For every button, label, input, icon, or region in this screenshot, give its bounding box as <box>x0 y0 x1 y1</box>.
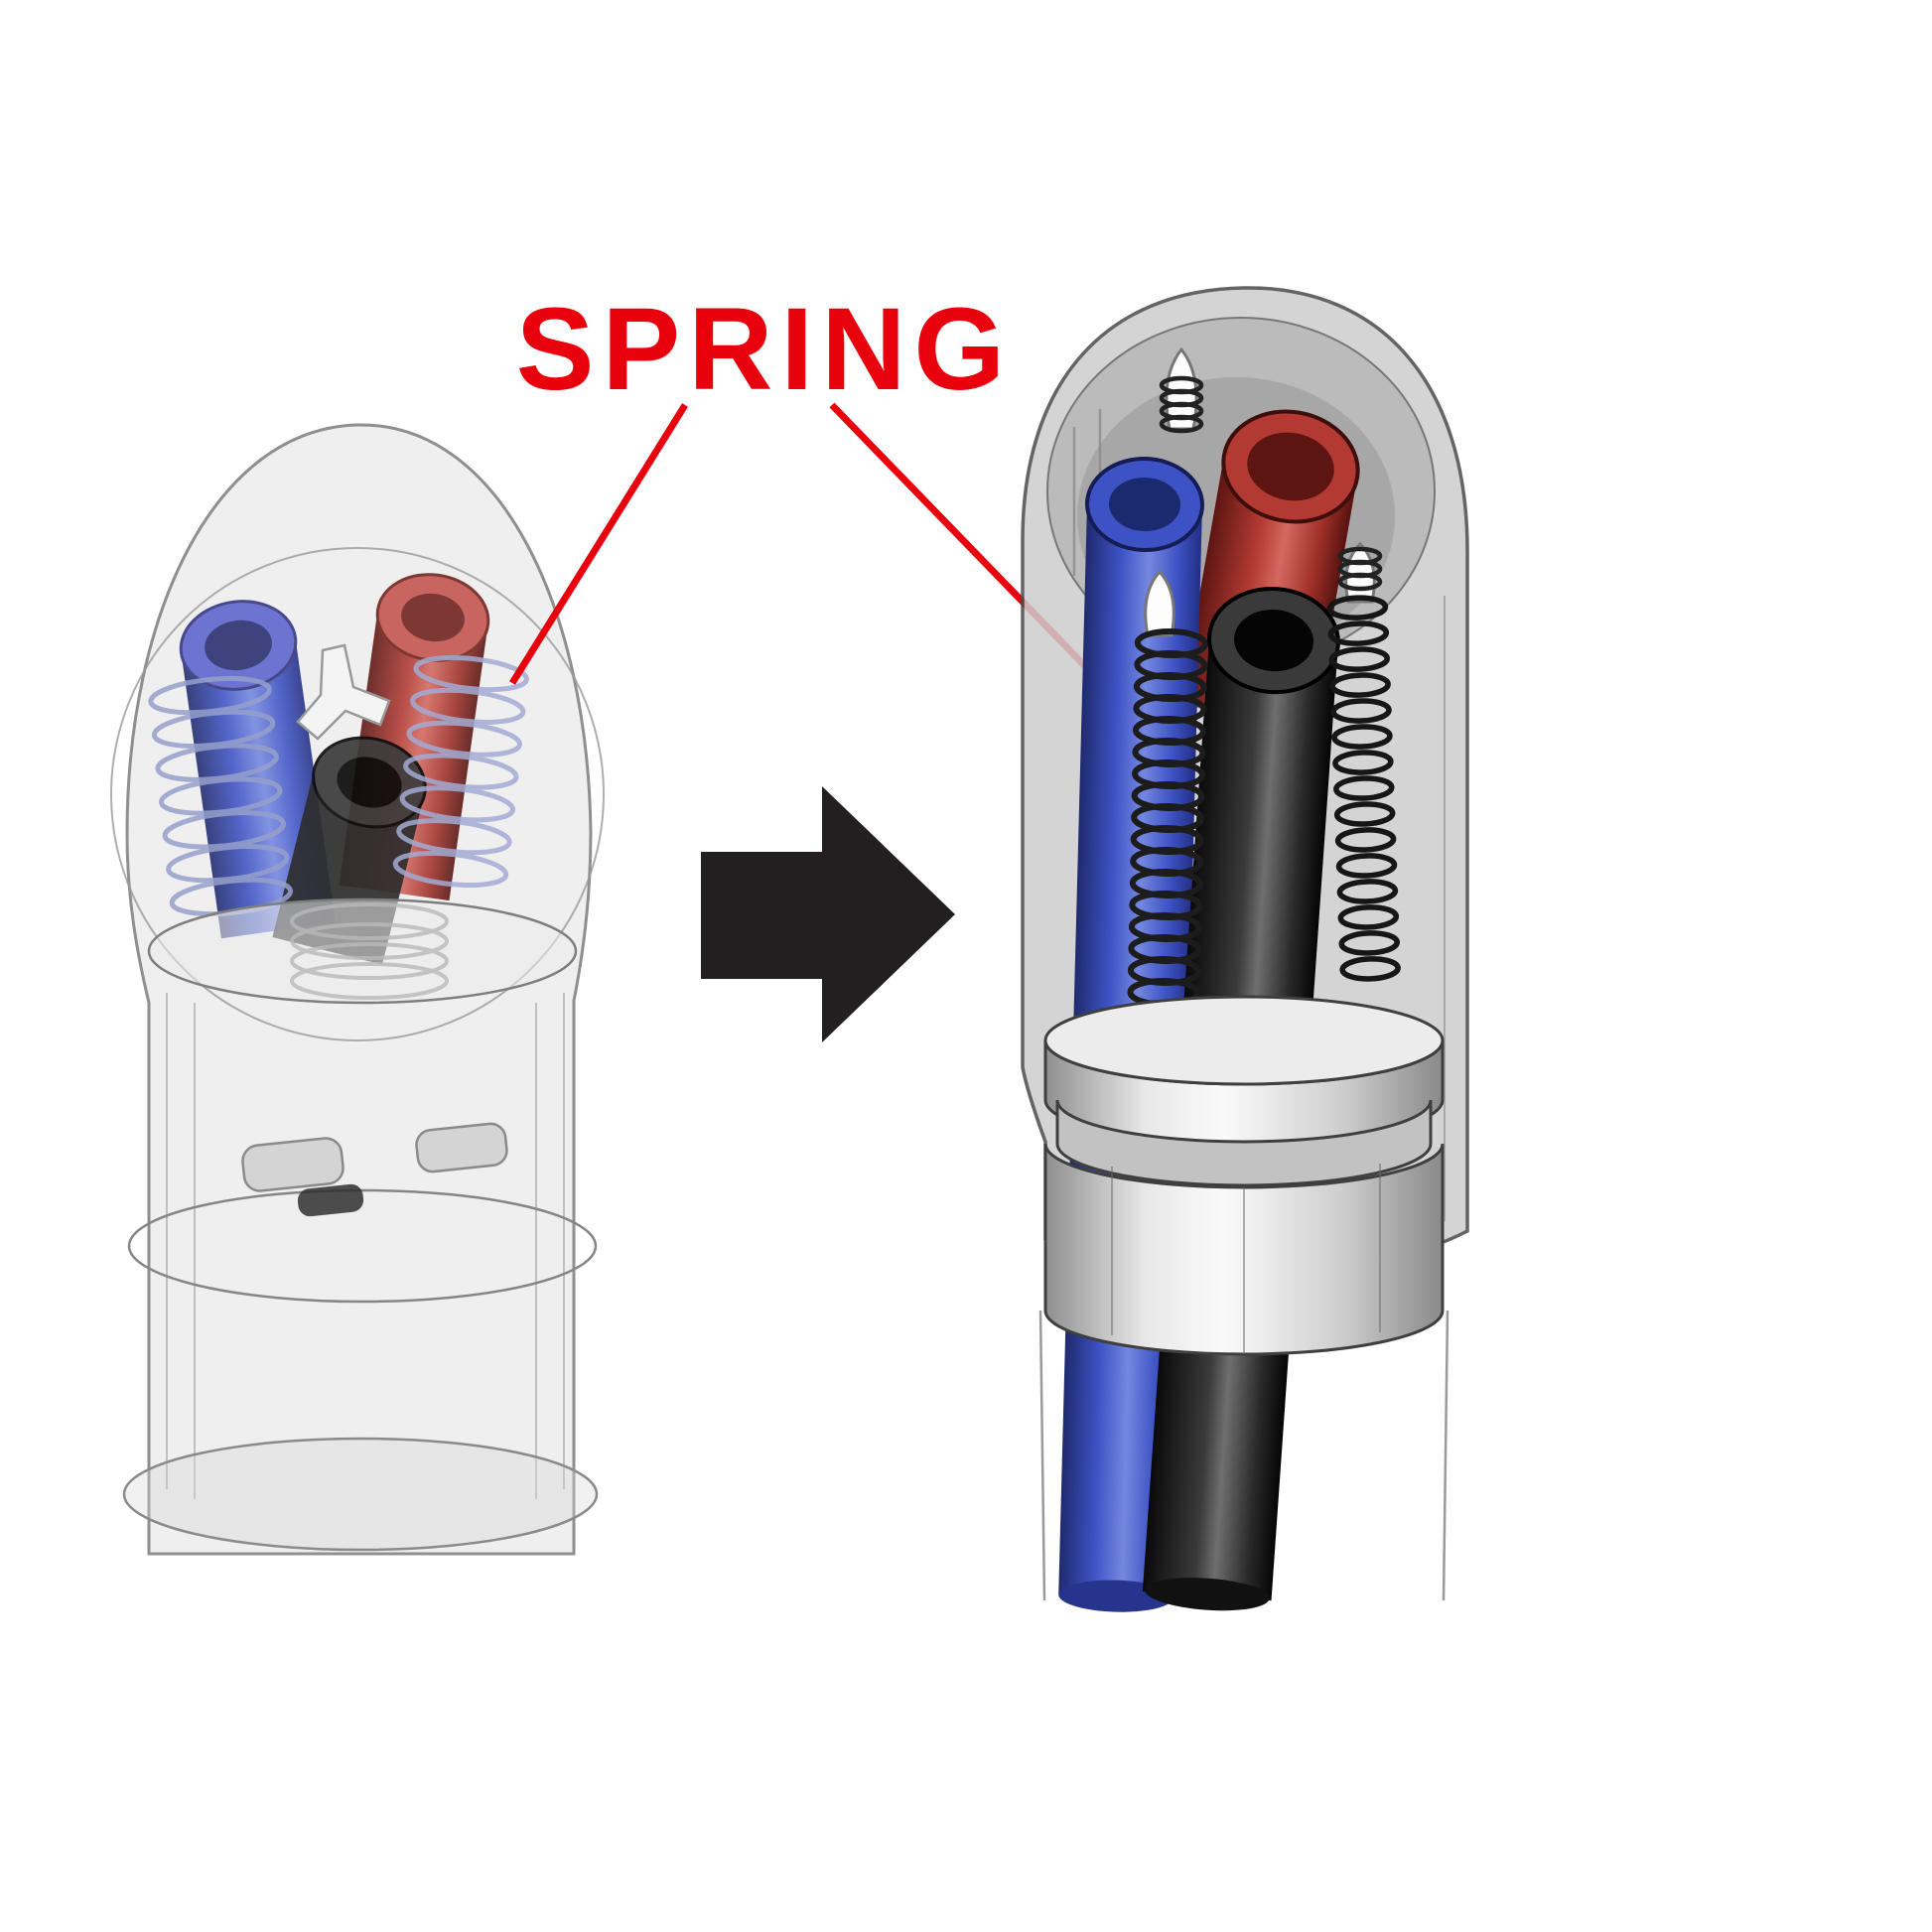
left-barrel-slot <box>297 1183 364 1217</box>
left-barrel-bottom-rim <box>122 1437 599 1552</box>
left-barrel-mid-rim <box>127 1188 598 1304</box>
left-barrel-top-rim <box>147 897 578 1005</box>
left-pen-inner-dome-line <box>110 547 605 1041</box>
left-barrel-window <box>415 1122 508 1173</box>
left-barrel-window <box>241 1137 345 1192</box>
transform-arrow <box>701 786 955 1042</box>
spring-leader-line-left <box>509 403 688 685</box>
left-white-divider <box>296 643 391 741</box>
spring-label: SPRING <box>516 284 1013 415</box>
right-lower-barrel-line-right <box>1442 1310 1449 1601</box>
right-white-tip-center <box>1144 569 1175 637</box>
left-pen-cutaway <box>110 423 605 1556</box>
right-collar <box>1043 995 1445 1356</box>
right-lower-barrel-line-left <box>1038 1310 1046 1601</box>
spring-annotation: SPRING <box>509 284 1152 735</box>
right-pen-cutaway <box>1021 286 1469 1612</box>
